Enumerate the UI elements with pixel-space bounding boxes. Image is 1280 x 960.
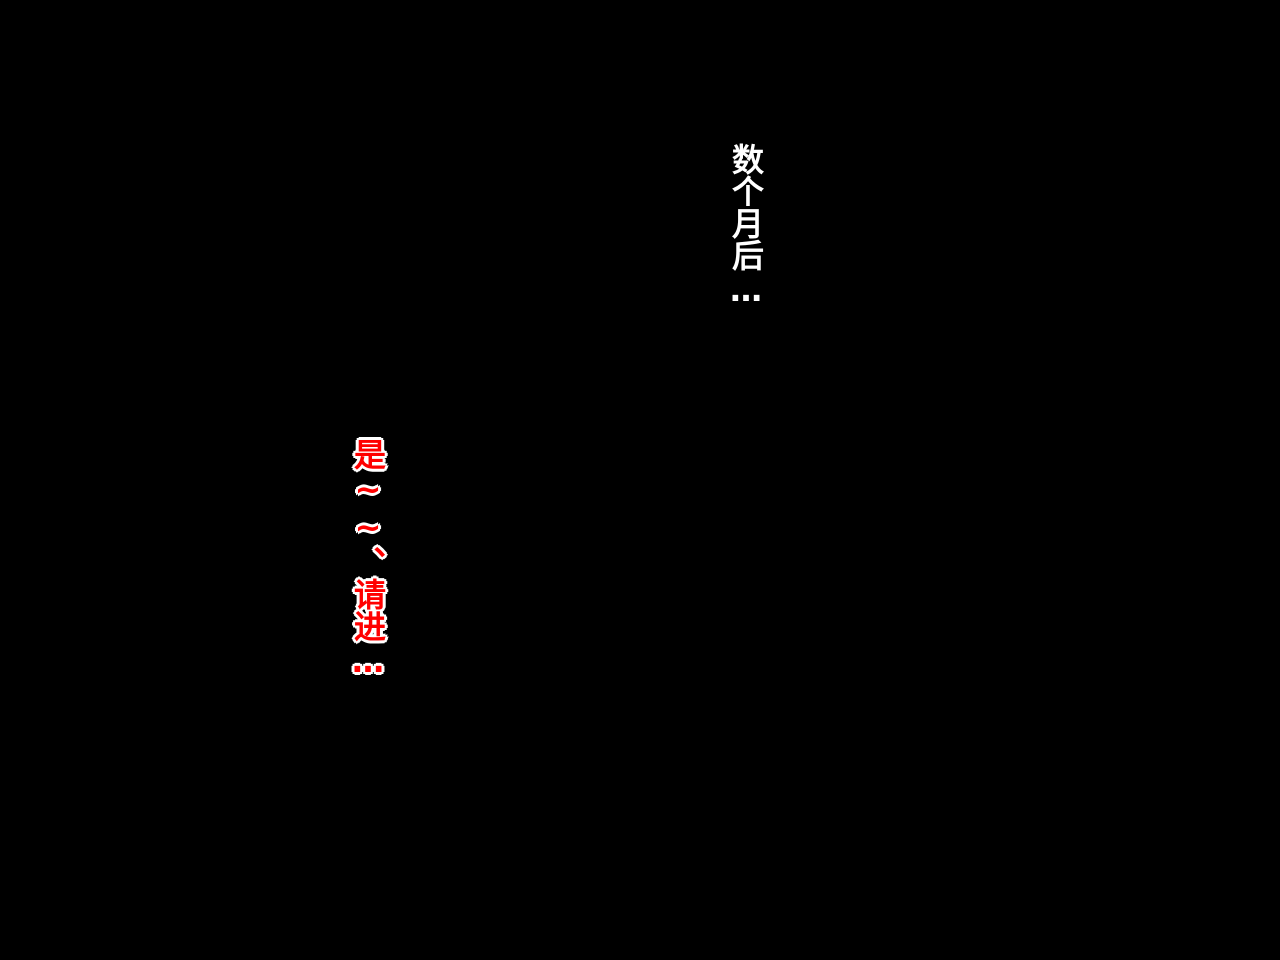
- narration-caption: 数个月后…: [727, 143, 765, 309]
- dialogue-line: 是~~、请进…: [349, 438, 387, 680]
